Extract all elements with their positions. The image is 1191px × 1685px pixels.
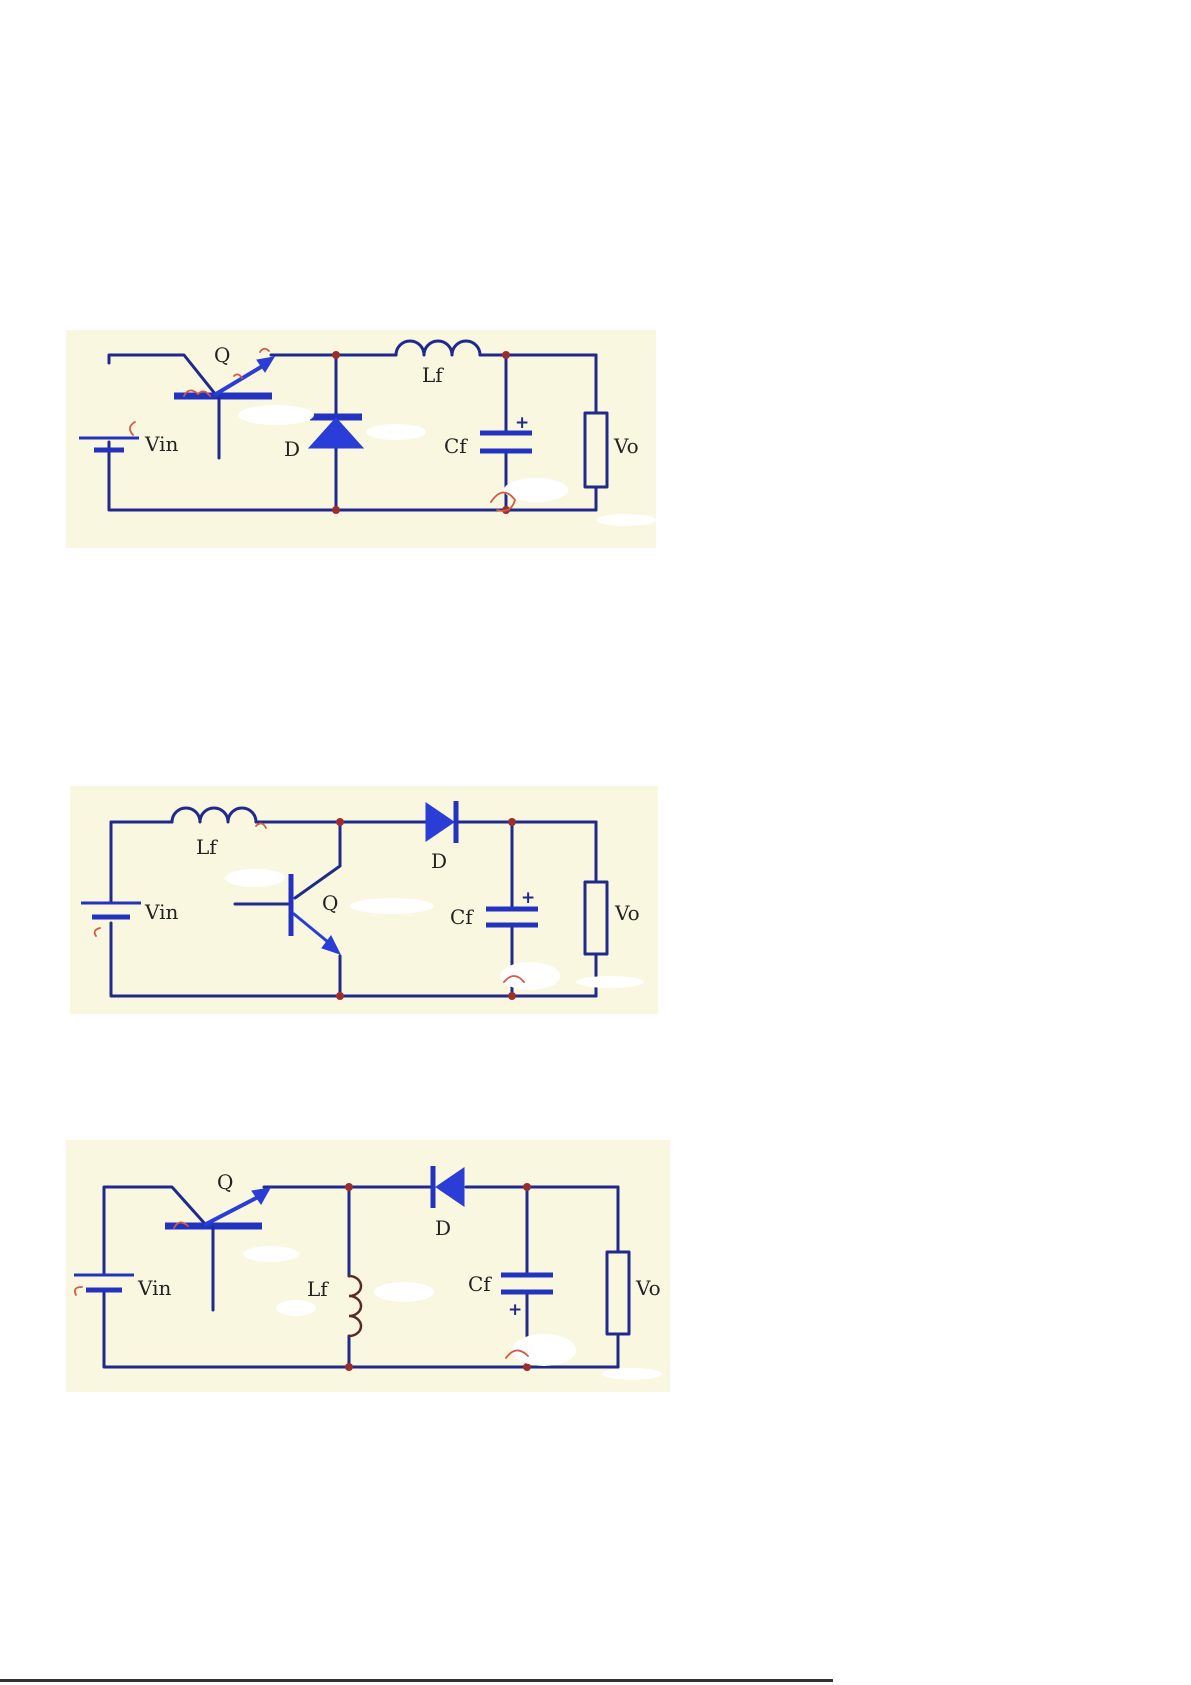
wire-source-bottom [109, 442, 336, 510]
diode-body [426, 803, 454, 841]
label-switch: Q [322, 891, 338, 915]
erased-area [512, 1334, 576, 1366]
pencil-mark [95, 928, 100, 936]
label-source: Vin [144, 900, 178, 924]
label-source: Vin [137, 1276, 171, 1300]
label-load: Vo [614, 901, 640, 925]
page-bottom-rule [0, 1679, 833, 1682]
pencil-mark [234, 374, 242, 378]
label-load: Vo [613, 434, 639, 458]
label-source: Vin [144, 432, 178, 456]
junction-dot [508, 818, 516, 826]
pencil-mark [130, 422, 135, 435]
erased-area [602, 1368, 662, 1380]
capacitor-polarity: + [521, 888, 535, 908]
label-capacitor: Cf [468, 1272, 492, 1296]
label-capacitor: Cf [444, 434, 468, 458]
label-switch: Q [214, 343, 230, 367]
inductor-coil [349, 1276, 361, 1336]
junction-dot [502, 351, 510, 359]
inductor-coil [396, 341, 480, 355]
pencil-mark [75, 1287, 82, 1295]
transistor-emitter [294, 914, 328, 942]
diode-body [309, 418, 363, 448]
wire-top-left [111, 822, 172, 903]
erased-area [500, 962, 560, 990]
buck-boost-schematic: Q Vin Lf D Cf Vo + [66, 1140, 670, 1392]
wire-collector [295, 822, 340, 898]
pencil-mark [256, 823, 266, 828]
label-switch: Q [217, 1170, 233, 1194]
junction-dot [332, 351, 340, 359]
capacitor-polarity: + [508, 1300, 522, 1320]
wire-top-left [109, 355, 216, 395]
wire-top-left [104, 1187, 206, 1275]
label-diode: D [284, 437, 300, 461]
label-inductor: Lf [422, 363, 444, 387]
junction-dot [345, 1363, 353, 1371]
transistor-emitter-arrow [252, 1188, 270, 1204]
erased-area [276, 1300, 316, 1316]
load-resistor [585, 413, 607, 487]
buck-converter-diagram: Q Lf Vin D Cf Vo + [66, 330, 656, 548]
load-resistor [585, 882, 607, 954]
erased-area [576, 976, 644, 988]
junction-dot [336, 818, 344, 826]
junction-dot [523, 1183, 531, 1191]
buck-schematic: Q Lf Vin D Cf Vo + [66, 330, 656, 548]
load-resistor [607, 1252, 629, 1334]
transistor-emitter [206, 1195, 262, 1224]
boost-schematic: Lf Vin Q D Cf Vo + [70, 786, 658, 1014]
erased-area [596, 514, 656, 526]
diode-body [436, 1168, 464, 1206]
inductor-coil [172, 808, 256, 822]
label-capacitor: Cf [450, 905, 474, 929]
erased-area [238, 405, 314, 425]
erased-area [225, 869, 285, 887]
junction-dot [508, 992, 516, 1000]
erased-area [350, 898, 434, 914]
label-inductor: Lf [307, 1277, 329, 1301]
buck-boost-converter-diagram: Q Vin Lf D Cf Vo + [66, 1140, 670, 1392]
junction-dot [332, 506, 340, 514]
transistor-emitter [216, 364, 266, 394]
label-load: Vo [635, 1276, 661, 1300]
boost-converter-diagram: Lf Vin Q D Cf Vo + [70, 786, 658, 1014]
erased-area [374, 1282, 434, 1302]
junction-dot [336, 992, 344, 1000]
pencil-mark [260, 349, 269, 352]
label-inductor: Lf [196, 835, 218, 859]
erased-area [243, 1246, 299, 1262]
junction-dot [345, 1183, 353, 1191]
erased-area [366, 424, 426, 440]
label-diode: D [431, 849, 447, 873]
capacitor-polarity: + [515, 413, 529, 433]
label-diode: D [435, 1216, 451, 1240]
